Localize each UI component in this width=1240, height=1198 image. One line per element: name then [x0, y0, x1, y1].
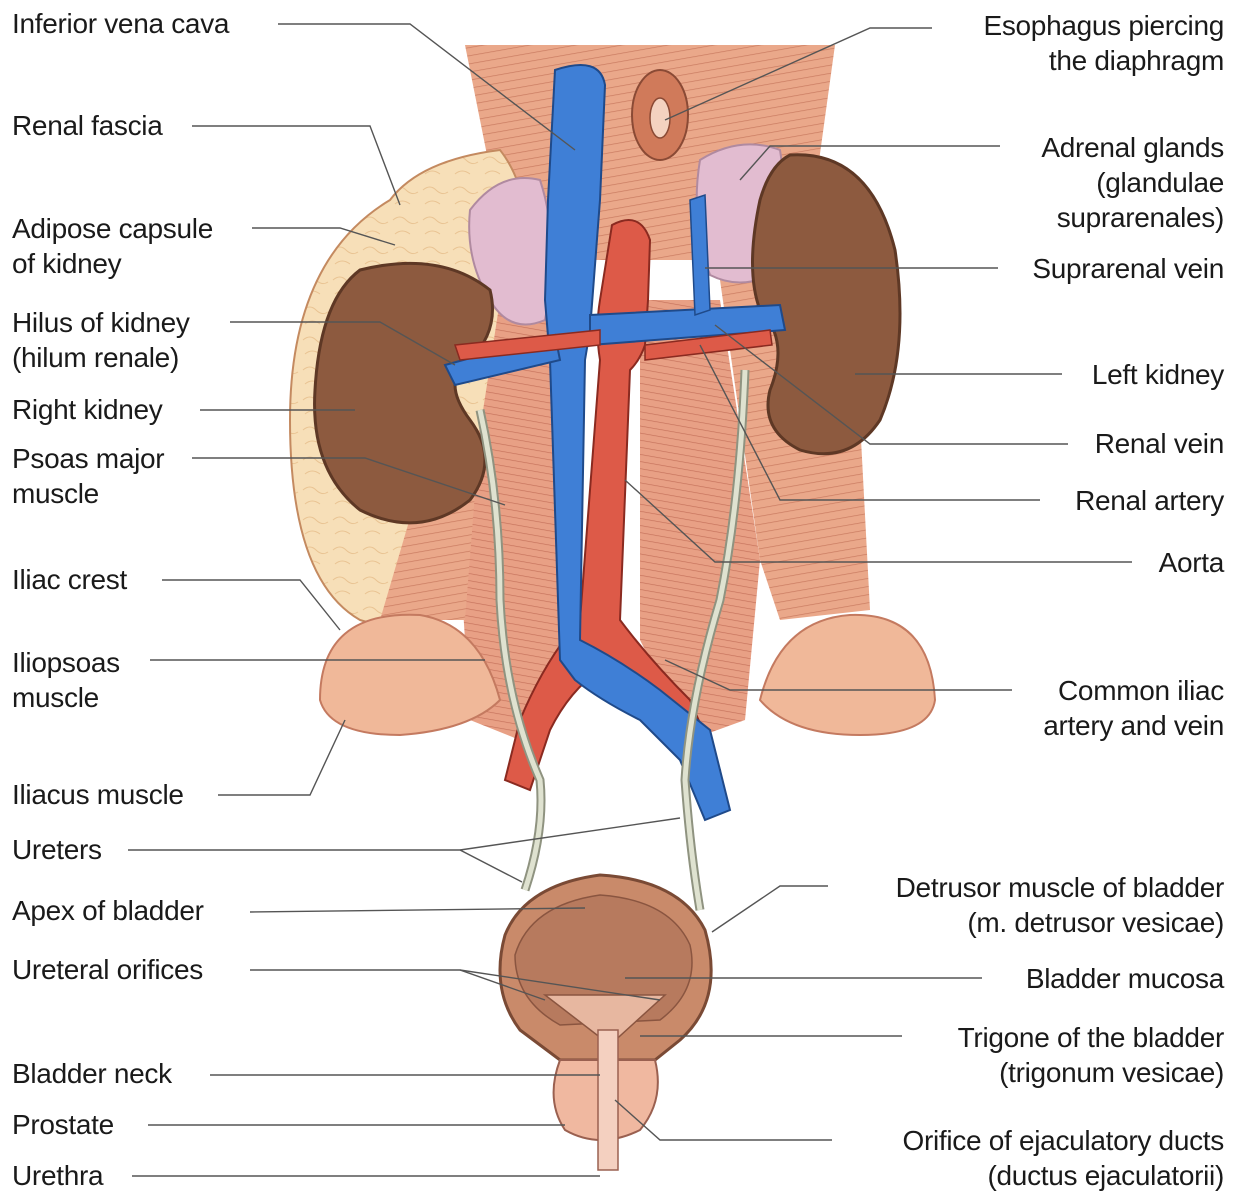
label-trigone: Trigone of the bladder (trigonum vesicae… [958, 1020, 1224, 1090]
label-psoas-major: Psoas major muscle [12, 441, 164, 511]
label-prostate: Prostate [12, 1107, 114, 1142]
label-iliac-crest: Iliac crest [12, 562, 127, 597]
label-esophagus: Esophagus piercing the diaphragm [983, 8, 1224, 78]
esophagus-lumen [650, 98, 670, 138]
leader-ureters-b [460, 818, 680, 850]
label-ureters: Ureters [12, 832, 102, 867]
label-bladder-mucosa: Bladder mucosa [1026, 961, 1224, 996]
leader-iliacus [218, 720, 345, 795]
label-adrenal-glands: Adrenal glands (glandulae suprarenales) [1041, 130, 1224, 235]
label-left-kidney: Left kidney [1092, 357, 1224, 392]
label-inferior-vena-cava: Inferior vena cava [12, 6, 229, 41]
label-apex-bladder: Apex of bladder [12, 893, 204, 928]
leader-iliac-crest [162, 580, 340, 630]
label-ejaculatory-ducts: Orifice of ejaculatory ducts (ductus eja… [902, 1123, 1224, 1193]
left-kidney [753, 155, 901, 454]
leader-detrusor [712, 886, 828, 932]
label-ureteral-orifices: Ureteral orifices [12, 952, 203, 987]
label-bladder-neck: Bladder neck [12, 1056, 172, 1091]
label-renal-fascia: Renal fascia [12, 108, 162, 143]
label-iliacus: Iliacus muscle [12, 777, 184, 812]
label-urethra: Urethra [12, 1158, 103, 1193]
leader-renal-fascia [192, 126, 400, 205]
label-hilus: Hilus of kidney (hilum renale) [12, 305, 190, 375]
label-common-iliac: Common iliac artery and vein [1043, 673, 1224, 743]
label-renal-artery: Renal artery [1075, 483, 1224, 518]
label-right-kidney: Right kidney [12, 392, 162, 427]
label-aorta: Aorta [1159, 545, 1224, 580]
leader-ureters-a [128, 850, 522, 882]
label-renal-vein: Renal vein [1095, 426, 1224, 461]
iliac-wing-left [760, 615, 935, 735]
label-iliopsoas: Iliopsoas muscle [12, 645, 120, 715]
label-adipose-capsule: Adipose capsule of kidney [12, 211, 213, 281]
label-suprarenal-vein: Suprarenal vein [1032, 251, 1224, 286]
label-detrusor: Detrusor muscle of bladder (m. detrusor … [896, 870, 1224, 940]
